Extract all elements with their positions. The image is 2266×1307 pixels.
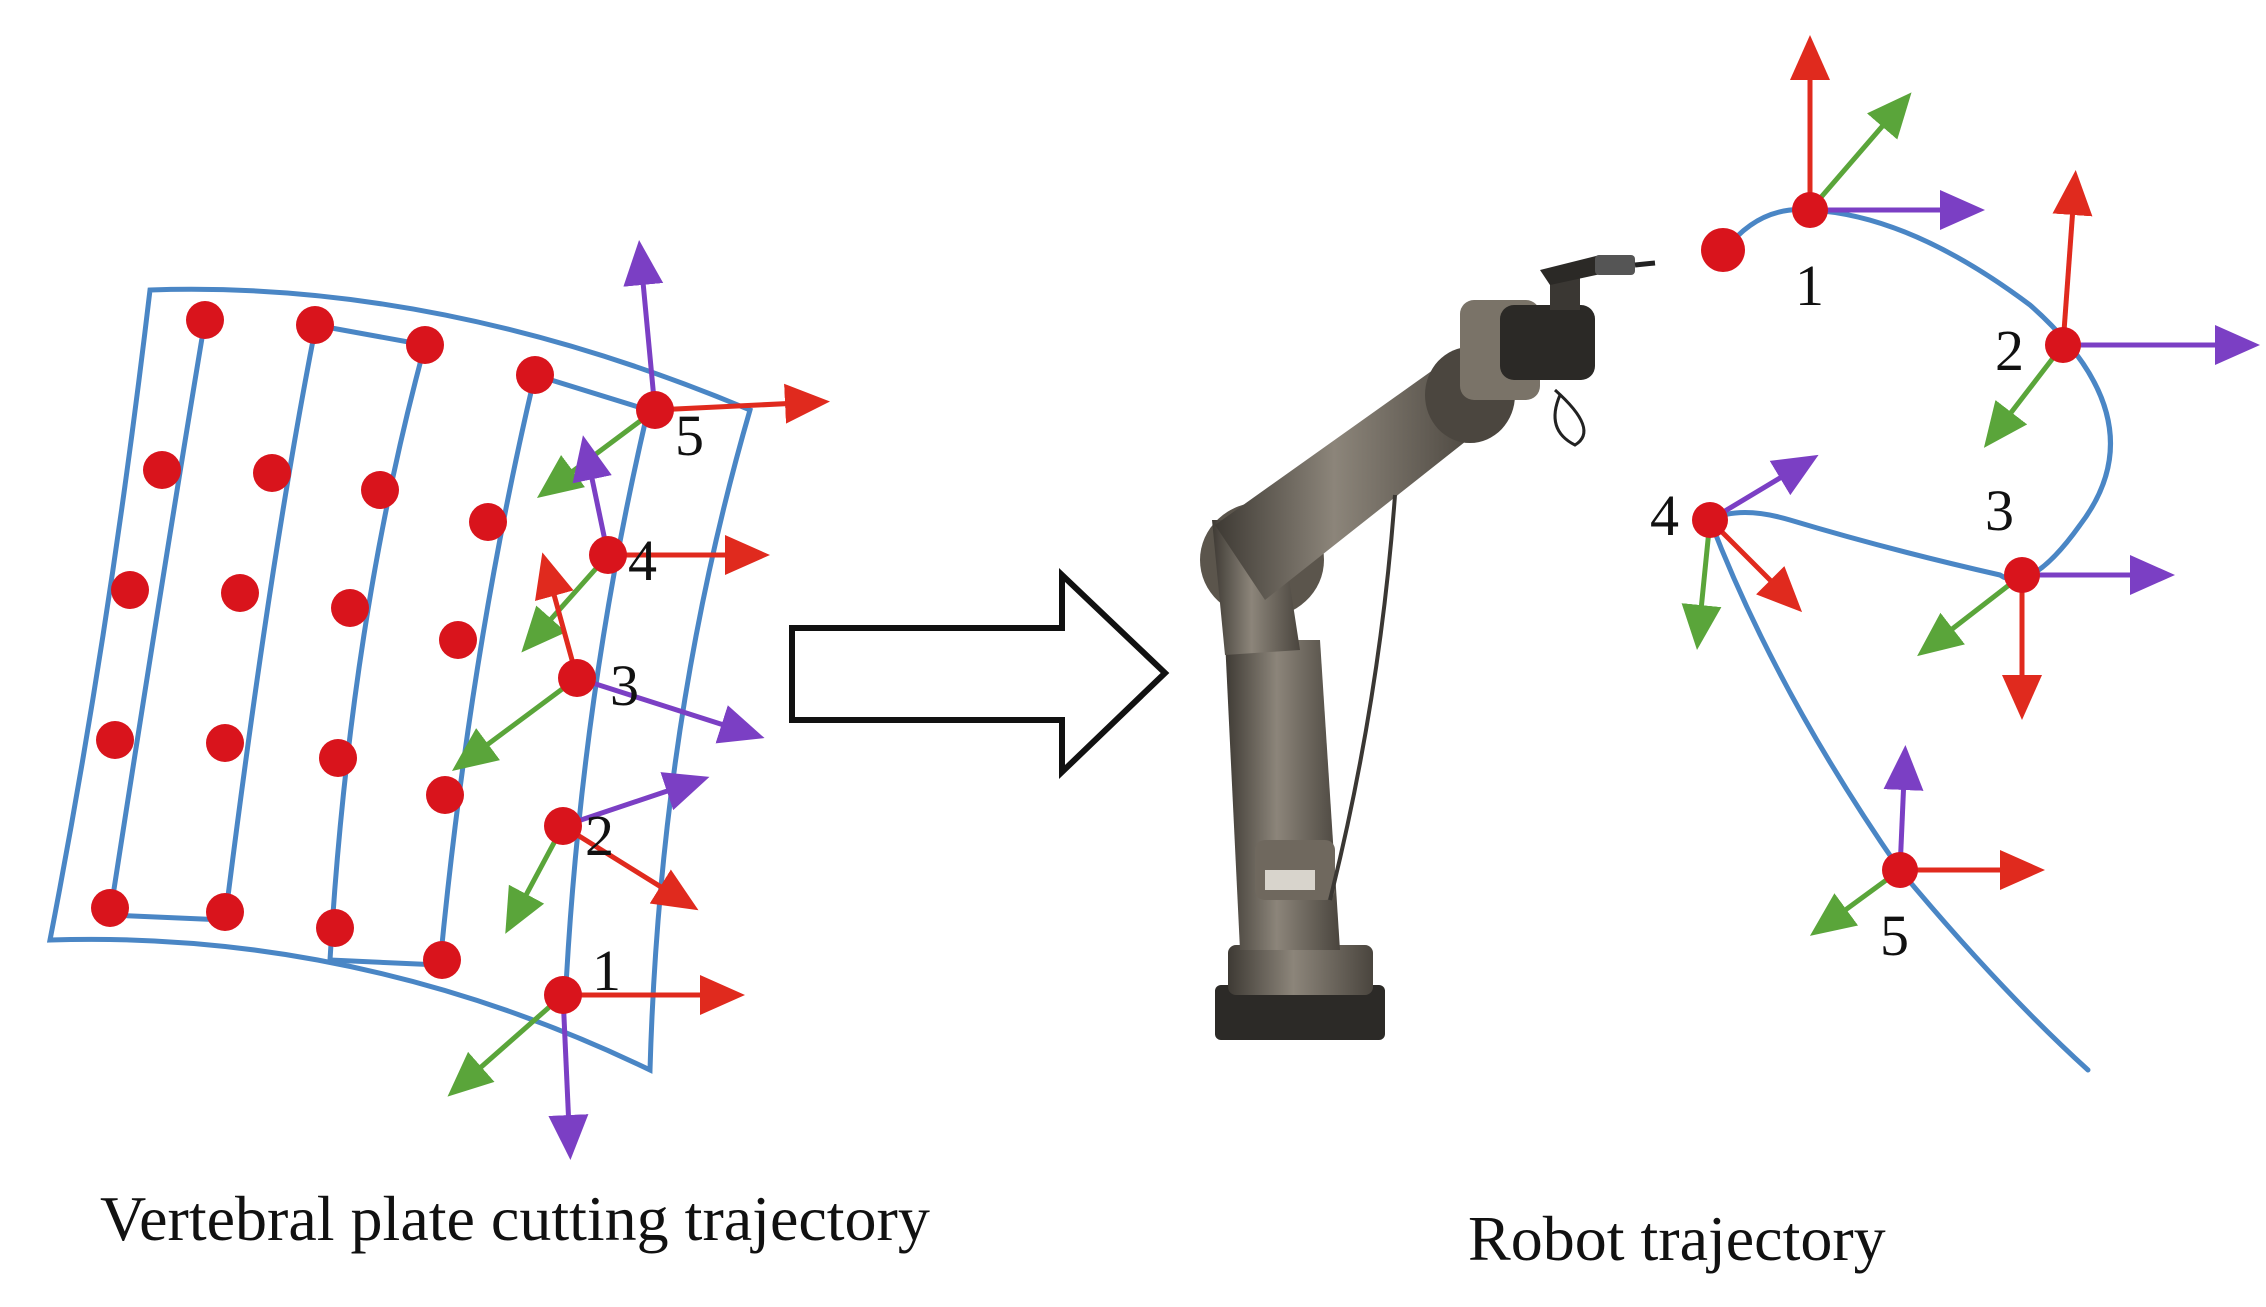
right-label-1: 1 (1795, 253, 1824, 318)
left-frame-point-4 (589, 536, 627, 574)
grid-point (296, 306, 334, 344)
grid-point (516, 356, 554, 394)
left-frame-point-5 (636, 391, 674, 429)
right-label-3: 3 (1985, 478, 2014, 543)
grid-point (221, 574, 259, 612)
grid-point (439, 621, 477, 659)
right-caption: Robot trajectory (1468, 1203, 1886, 1274)
left-frame-point-3 (558, 659, 596, 697)
right-point-labels: 1 2 3 4 5 (1650, 253, 2024, 968)
left-label-3: 3 (610, 653, 639, 718)
right-frame-point-3 (2004, 557, 2040, 593)
grid-point (186, 301, 224, 339)
left-label-1: 1 (592, 938, 621, 1003)
grid-point (426, 776, 464, 814)
plate-outline (46, 286, 754, 1074)
robot-arm-icon (1200, 255, 1656, 1040)
left-caption: Vertebral plate cutting trajectory (100, 1183, 930, 1254)
grid-point (406, 326, 444, 364)
grid-point (361, 471, 399, 509)
right-coordinate-frames (1681, 35, 2260, 936)
grid-point (253, 454, 291, 492)
right-frame-point-5 (1882, 852, 1918, 888)
grid-point (469, 503, 507, 541)
grid-point (206, 893, 244, 931)
grid-point (206, 724, 244, 762)
left-point-labels: 5 4 3 2 1 (585, 403, 704, 1003)
left-frame-point-1 (544, 976, 582, 1014)
grid-point (143, 451, 181, 489)
right-frame-point-1 (1792, 192, 1828, 228)
grid-point (423, 941, 461, 979)
right-label-5: 5 (1880, 903, 1909, 968)
left-frame-point-2 (544, 807, 582, 845)
right-trajectory-points (1692, 192, 2081, 888)
grid-point (91, 889, 129, 927)
left-label-5: 5 (675, 403, 704, 468)
right-label-2: 2 (1995, 318, 2024, 383)
left-frame-points (544, 391, 674, 1014)
robot-start-point (1701, 228, 1745, 272)
grid-point (331, 589, 369, 627)
robot-trajectory-curve (1706, 207, 2113, 1073)
left-label-2: 2 (585, 803, 614, 868)
vertebral-plate-diagram (46, 286, 754, 1074)
plate-grid-points (91, 301, 554, 979)
plate-column-5 (437, 372, 538, 968)
right-frame-point-4 (1692, 502, 1728, 538)
right-frame-point-2 (2045, 327, 2081, 363)
grid-point (96, 721, 134, 759)
right-arrow-icon (789, 568, 1170, 780)
left-label-4: 4 (628, 528, 657, 593)
right-label-4: 4 (1650, 483, 1679, 548)
plate-column-3 (532, 372, 651, 1008)
plate-column-4 (222, 327, 318, 923)
grid-point (319, 739, 357, 777)
grid-point (316, 909, 354, 947)
plate-column-1 (107, 317, 228, 923)
grid-point (111, 571, 149, 609)
plate-column-2 (312, 322, 443, 968)
